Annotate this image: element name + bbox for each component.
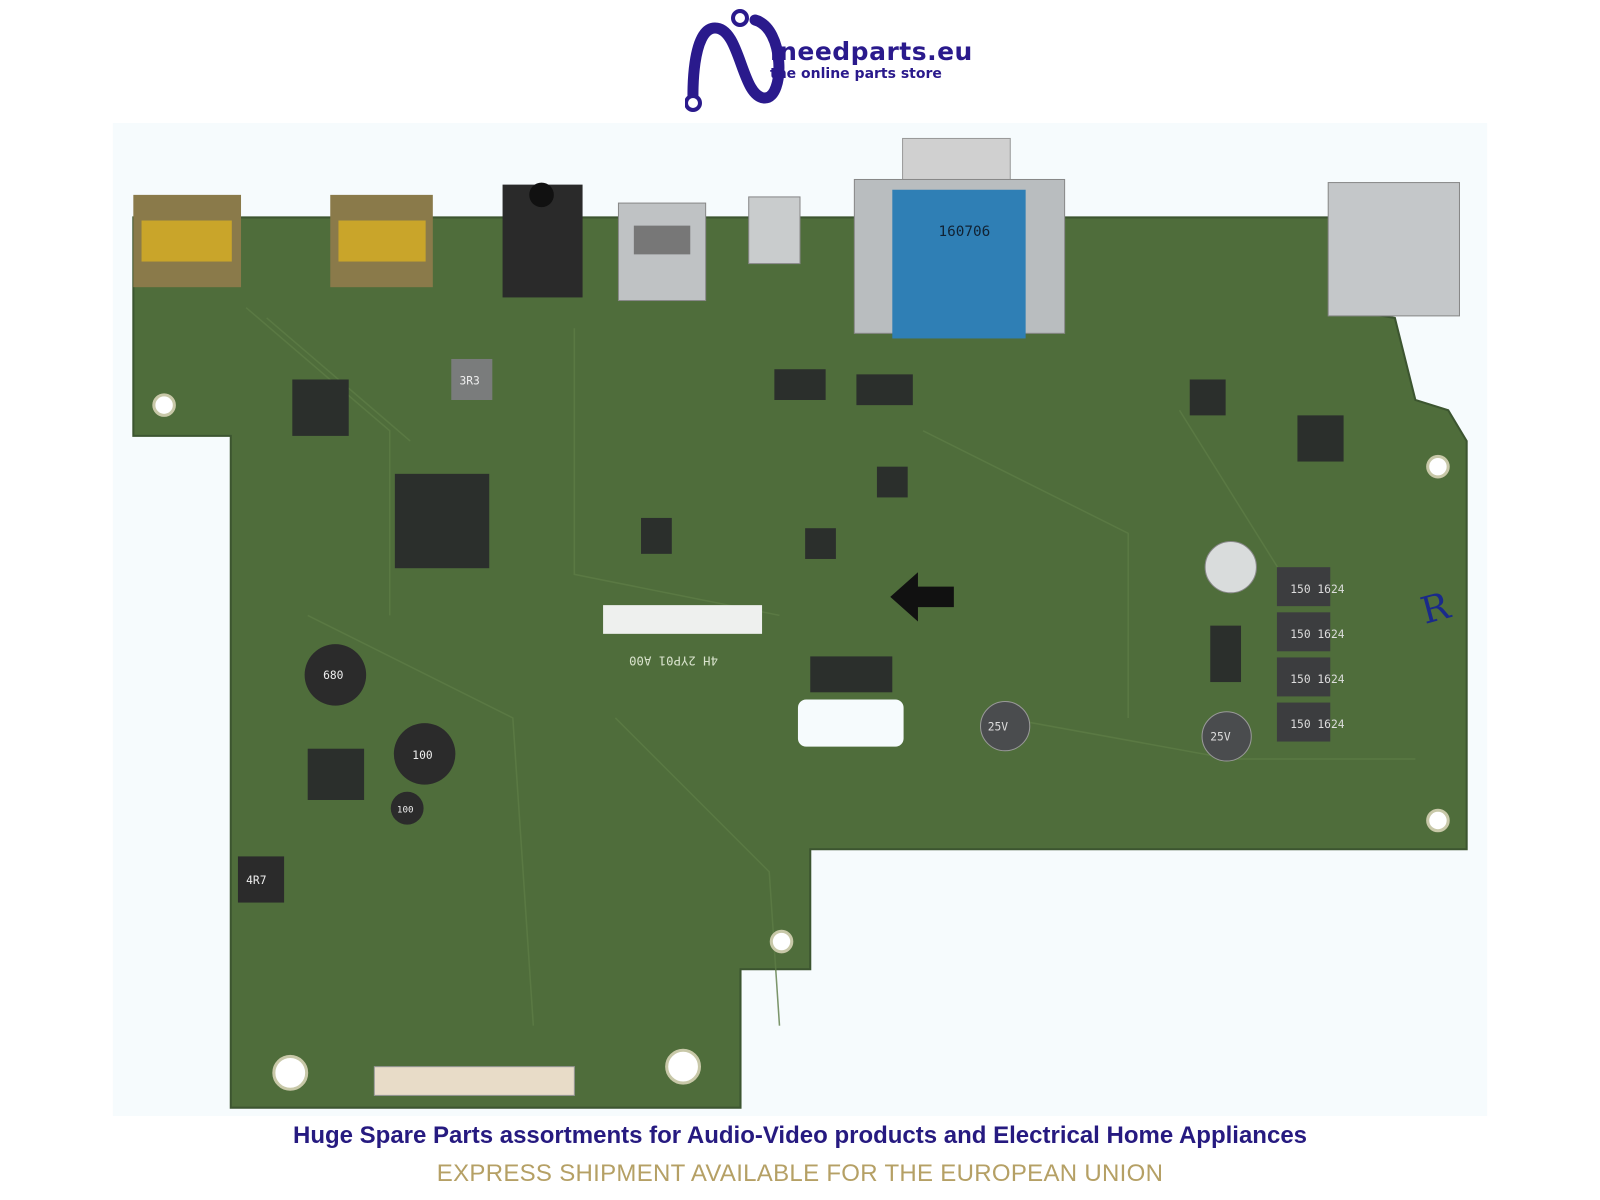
inductor-marking: 100 bbox=[397, 804, 414, 815]
inductor-marking: 150 1624 bbox=[1290, 673, 1344, 686]
small-inductors: 3R3 4R7 100 100 680 bbox=[237, 358, 493, 903]
vga-marking: 160706 bbox=[938, 224, 990, 240]
capacitors: 25V 25V bbox=[980, 541, 1257, 762]
usb-b-port bbox=[1327, 182, 1460, 317]
capacitor-marking: 25V bbox=[988, 720, 1009, 733]
hdmi-connector bbox=[330, 194, 433, 288]
capacitor-marking: 25V bbox=[1210, 731, 1231, 744]
inductor-marking: 680 bbox=[323, 669, 344, 682]
inductor-marking: 150 1624 bbox=[1290, 718, 1344, 731]
board-cutout bbox=[797, 699, 904, 747]
brand-tagline: the online parts store bbox=[770, 66, 942, 82]
mini-usb-port bbox=[748, 196, 801, 265]
brand-name: ineedparts.eu bbox=[770, 37, 973, 66]
footer-subline: EXPRESS SHIPMENT AVAILABLE FOR THE EUROP… bbox=[436, 1160, 1164, 1187]
power-inductors: 150 1624 150 1624 150 1624 150 1624 bbox=[1276, 567, 1345, 742]
inductor-marking: 100 bbox=[412, 749, 433, 762]
inductor-marking: 150 1624 bbox=[1290, 628, 1344, 641]
ic-chips bbox=[292, 369, 1344, 800]
brand-text: ineedparts.eu the online parts store bbox=[770, 37, 973, 83]
arrow-marking bbox=[890, 572, 954, 622]
vga-connector: 160706 bbox=[853, 137, 1066, 339]
hdmi-connector bbox=[133, 194, 242, 288]
footer-headline: Huge Spare Parts assortments for Audio-V… bbox=[292, 1122, 1308, 1149]
inductor-marking: 150 1624 bbox=[1290, 583, 1344, 596]
board-label: 4H 2YP01 A00 bbox=[629, 653, 718, 667]
ineedparts-logo-icon bbox=[685, 9, 785, 112]
ribbon-connector bbox=[373, 1066, 575, 1096]
mounting-holes bbox=[152, 393, 1450, 1091]
serial-sticker bbox=[603, 605, 763, 634]
inductor-marking: 4R7 bbox=[246, 874, 266, 887]
inductor-marking: 3R3 bbox=[459, 375, 479, 388]
